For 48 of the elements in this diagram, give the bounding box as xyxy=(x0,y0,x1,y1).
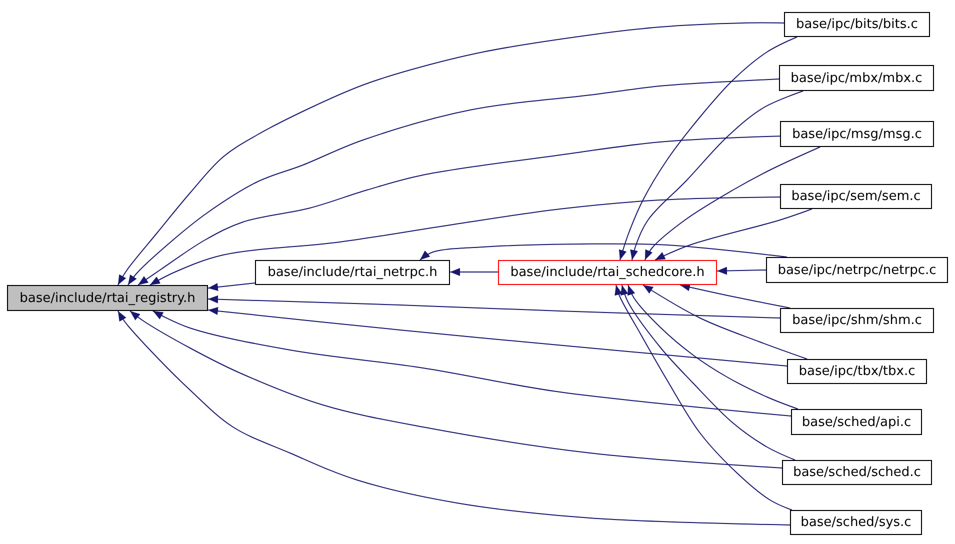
file-node xyxy=(779,65,934,91)
arrow xyxy=(716,266,766,275)
file-name: base/include/rtai_netrpc.h xyxy=(268,265,438,280)
file-node xyxy=(780,308,934,333)
file-name: base/sched/api.c xyxy=(802,414,912,430)
file-node xyxy=(498,260,717,285)
file-name: base/ipc/netrpc/netrpc.c xyxy=(778,262,936,278)
arrow xyxy=(152,310,792,417)
file-node xyxy=(7,285,208,311)
arrow xyxy=(630,90,804,260)
file-name: base/ipc/shm/shm.c xyxy=(792,313,922,328)
arrow xyxy=(117,22,784,286)
file-node xyxy=(766,257,948,283)
arrow xyxy=(642,284,808,360)
file-node xyxy=(780,184,932,209)
arrow xyxy=(654,208,812,260)
file-node xyxy=(780,121,934,147)
arrow xyxy=(208,307,788,366)
file-name: base/include/rtai_schedcore.h xyxy=(510,265,705,280)
file-name: base/ipc/mbx/mbx.c xyxy=(790,70,922,86)
file-node xyxy=(782,460,932,485)
file-node xyxy=(784,12,930,37)
arrow xyxy=(128,78,780,286)
file-node xyxy=(791,409,922,435)
arrow xyxy=(208,295,780,318)
arrow xyxy=(130,310,782,468)
arrow xyxy=(117,310,790,526)
arrow xyxy=(628,284,798,410)
arrow xyxy=(138,136,780,286)
arrow xyxy=(680,283,790,308)
arrow xyxy=(419,243,788,260)
file-name: base/include/rtai_registry.h xyxy=(20,290,196,306)
file-name: base/ipc/msg/msg.c xyxy=(792,126,922,142)
file-node xyxy=(790,510,922,535)
file-node xyxy=(787,359,927,384)
arrow xyxy=(618,36,798,260)
arrow xyxy=(614,284,792,510)
file-node xyxy=(255,260,450,285)
arrow xyxy=(450,268,498,276)
file-name: base/ipc/tbx/tbx.c xyxy=(798,364,916,379)
arrow xyxy=(620,284,796,460)
file-name: base/ipc/bits/bits.c xyxy=(796,17,918,32)
arrow xyxy=(149,196,780,286)
arrow xyxy=(644,146,821,260)
file-name: base/ipc/sem/sem.c xyxy=(791,189,921,204)
file-name: base/sched/sched.c xyxy=(793,465,921,480)
file-name: base/sched/sys.c xyxy=(800,515,912,530)
arrow xyxy=(208,282,256,292)
